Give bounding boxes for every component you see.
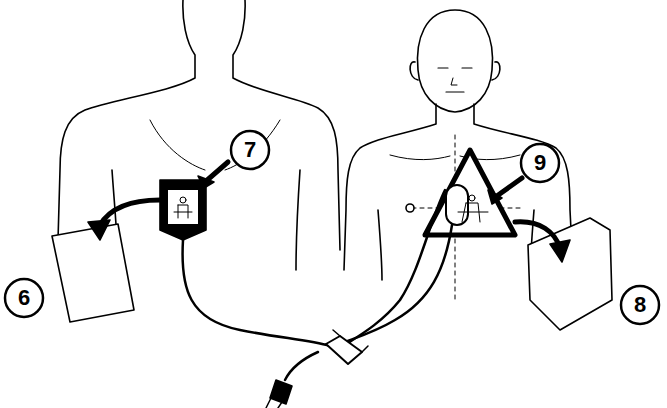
callout-number: 8 xyxy=(634,294,646,316)
back-figure xyxy=(58,0,340,270)
front-liner xyxy=(528,218,612,330)
callout-circles xyxy=(5,131,659,324)
callout-number: 6 xyxy=(18,287,30,309)
callout-number: 9 xyxy=(534,152,546,174)
rear-pad xyxy=(160,180,206,240)
rear-liner xyxy=(52,224,134,322)
place-arrow-head xyxy=(488,190,502,204)
peel-arrow-head xyxy=(88,220,110,240)
place-arrow xyxy=(205,162,228,182)
cable-connector xyxy=(266,330,368,408)
place-arrow-head xyxy=(198,176,214,188)
callout-number: 7 xyxy=(244,139,256,161)
pad-cables xyxy=(183,190,452,380)
peel-arrow-head xyxy=(550,240,570,262)
